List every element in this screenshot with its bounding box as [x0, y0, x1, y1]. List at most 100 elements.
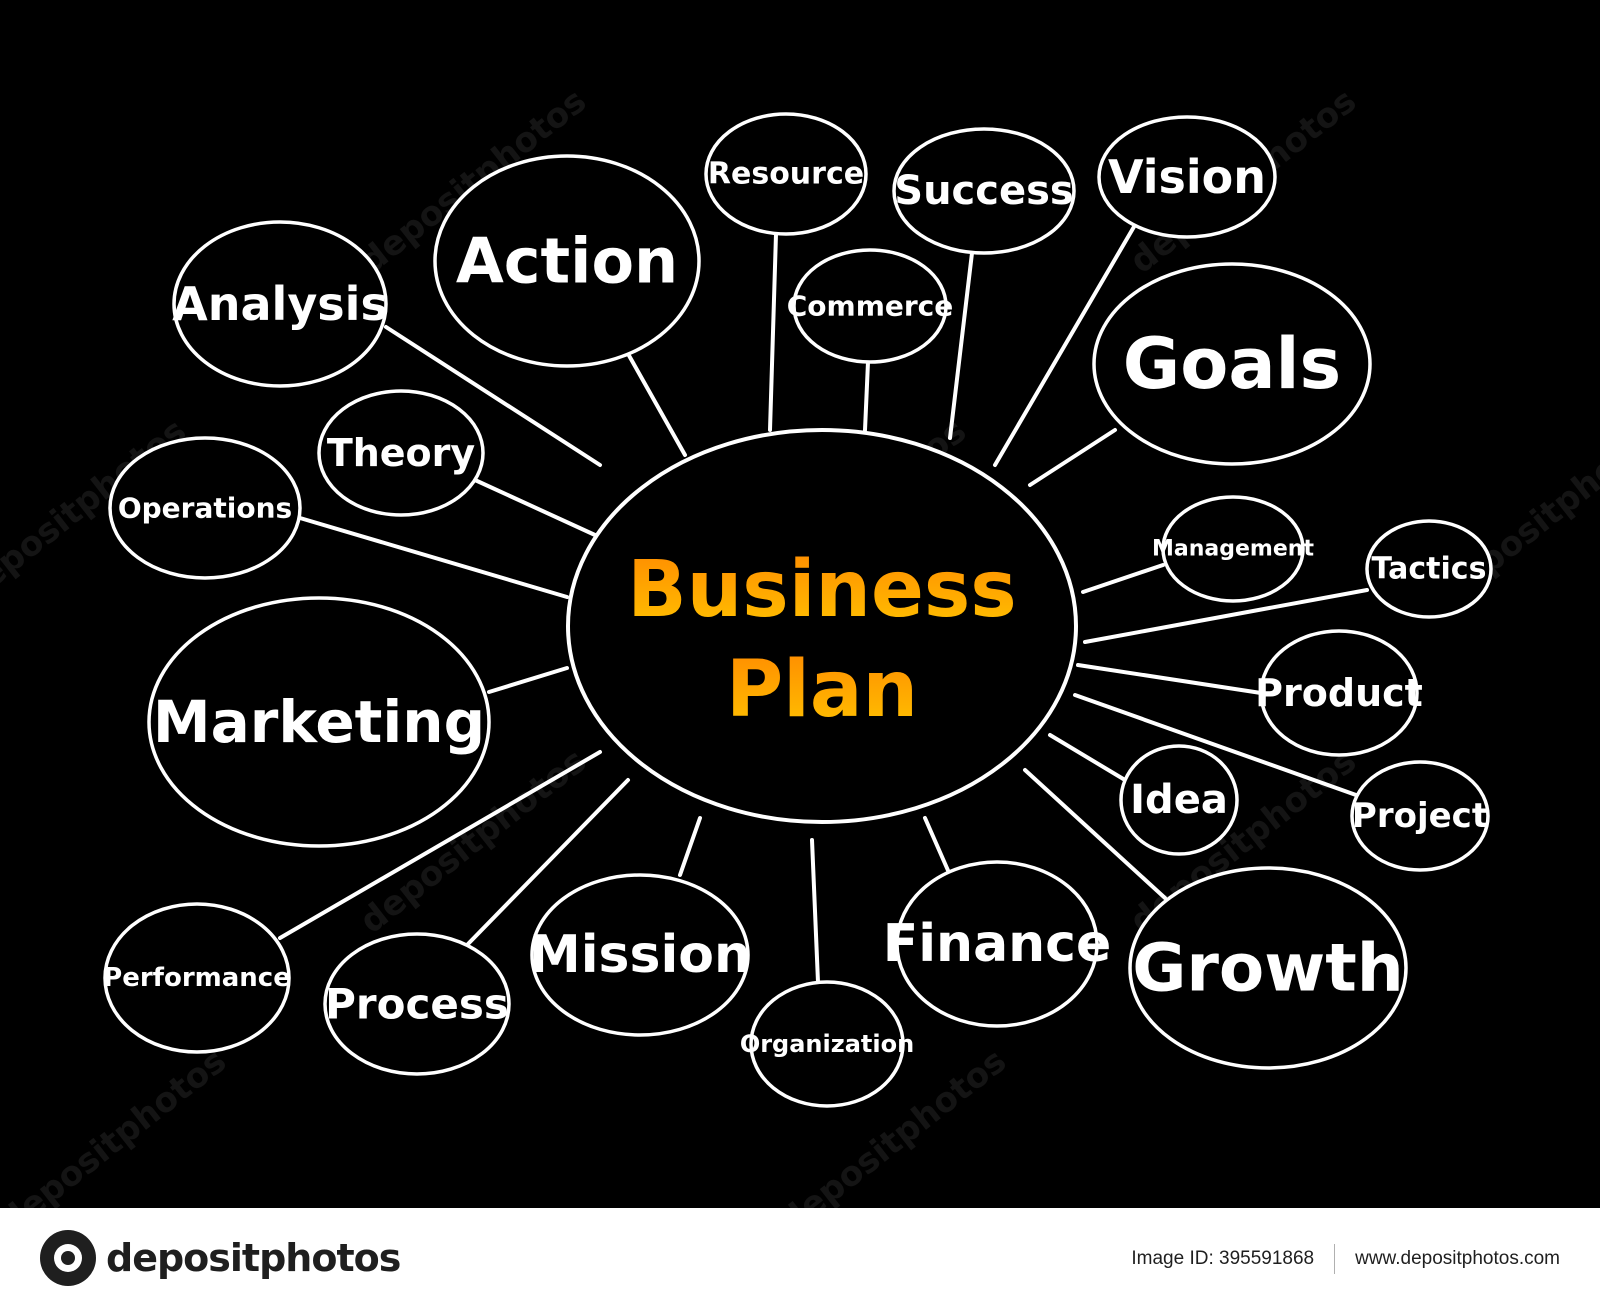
topic-node-commerce: Commerce	[787, 248, 954, 364]
topic-bubble-mission	[530, 873, 750, 1037]
topic-node-performance: Performance	[103, 902, 291, 1054]
topic-label-success: Success	[894, 168, 1073, 214]
topic-node-growth: Growth	[1128, 866, 1408, 1070]
topic-bubble-analysis	[172, 220, 388, 388]
connector-idea	[1048, 733, 1127, 782]
topic-label-organization: Organization	[740, 1030, 914, 1058]
topic-node-vision: Vision	[1097, 115, 1277, 239]
depositphotos-logo[interactable]: depositphotos	[40, 1230, 401, 1286]
topic-node-management: Management	[1152, 495, 1314, 603]
topic-label-growth: Growth	[1132, 930, 1404, 1007]
connector-growth	[1023, 768, 1167, 900]
topic-node-process: Process	[323, 932, 511, 1076]
footer-bar: depositphotos Image ID: 395591868 www.de…	[0, 1208, 1600, 1309]
topic-node-product: Product	[1255, 629, 1423, 757]
topic-bubble-process	[323, 932, 511, 1076]
site-url[interactable]: www.depositphotos.com	[1355, 1248, 1560, 1269]
central-topic: Business Plan	[566, 428, 1078, 824]
topic-label-product: Product	[1255, 671, 1423, 715]
central-topic-line-2: Plan	[726, 645, 918, 735]
topic-bubble-goals	[1092, 262, 1372, 466]
connector-performance	[278, 750, 602, 940]
topic-label-process: Process	[325, 980, 509, 1029]
topic-node-analysis: Analysis	[172, 220, 388, 388]
topic-label-action: Action	[456, 225, 678, 298]
topic-label-idea: Idea	[1130, 777, 1228, 823]
connector-tactics	[1083, 588, 1369, 644]
connector-theory	[473, 478, 597, 537]
topic-node-idea: Idea	[1119, 744, 1239, 856]
topic-label-analysis: Analysis	[172, 277, 388, 331]
topic-node-action: Action	[433, 154, 701, 368]
connector-operations	[298, 516, 569, 599]
connector-product	[1076, 663, 1263, 695]
topic-bubble-performance	[103, 902, 291, 1054]
topic-node-resource: Resource	[704, 112, 868, 236]
connector-management	[1081, 563, 1165, 594]
topic-bubble-action	[433, 154, 701, 368]
topic-label-project: Project	[1352, 796, 1488, 836]
topic-node-tactics: Tactics	[1365, 519, 1493, 619]
connector-resource	[768, 232, 778, 432]
topic-bubble-theory	[317, 389, 485, 517]
connector-project	[1073, 693, 1358, 797]
topic-bubble-operations	[108, 436, 302, 580]
central-topic-line-1: Business	[627, 545, 1016, 635]
topic-label-goals: Goals	[1123, 323, 1341, 405]
topic-bubble-idea	[1119, 744, 1239, 856]
topic-node-goals: Goals	[1092, 262, 1372, 466]
connector-process	[466, 778, 630, 946]
watermark-7: depositphotos	[0, 1041, 234, 1208]
topic-node-success: Success	[892, 127, 1076, 255]
connector-success	[948, 251, 974, 440]
connector-mission	[678, 816, 702, 877]
topic-label-management: Management	[1152, 537, 1314, 562]
connector-marketing	[487, 666, 569, 694]
footer-meta: Image ID: 395591868 www.depositphotos.co…	[1131, 1244, 1560, 1274]
topic-label-tactics: Tactics	[1372, 552, 1487, 587]
topic-bubbles: Analysis Action Resource Success VisionComme…	[103, 112, 1493, 1108]
depositphotos-logo-icon	[40, 1230, 96, 1286]
topic-label-marketing: Marketing	[153, 688, 485, 756]
topic-node-mission: Mission	[529, 873, 751, 1037]
footer-divider	[1334, 1244, 1336, 1274]
connector-goals	[1028, 428, 1117, 487]
topic-label-operations: Operations	[118, 492, 292, 525]
topic-bubble-marketing	[147, 596, 491, 848]
topic-bubble-growth	[1128, 866, 1408, 1070]
topic-bubble-commerce	[792, 248, 948, 364]
topic-label-theory: Theory	[327, 431, 476, 475]
topic-label-vision: Vision	[1108, 150, 1266, 204]
connector-analysis	[384, 325, 602, 467]
topic-bubble-management	[1161, 495, 1305, 603]
connector-commerce	[863, 360, 870, 432]
topic-bubble-resource	[704, 112, 868, 236]
topic-node-marketing: Marketing	[147, 596, 491, 848]
connector-action	[625, 350, 687, 457]
connector-lines	[278, 223, 1369, 984]
topic-node-finance: Finance	[883, 860, 1112, 1028]
image-id: Image ID: 395591868	[1131, 1248, 1315, 1269]
connector-organization	[810, 838, 820, 984]
topic-bubble-project	[1350, 760, 1490, 872]
logo-text: depositphotos	[106, 1236, 401, 1280]
topic-label-mission: Mission	[529, 925, 751, 985]
topic-label-finance: Finance	[883, 914, 1112, 974]
connector-vision	[993, 223, 1137, 467]
topic-label-performance: Performance	[103, 963, 291, 993]
topic-bubble-tactics	[1365, 519, 1493, 619]
topic-node-organization: Organization	[740, 980, 914, 1108]
central-topic-bubble	[566, 428, 1078, 824]
topic-bubble-organization	[749, 980, 905, 1108]
topic-bubble-vision	[1097, 115, 1277, 239]
topic-bubble-finance	[895, 860, 1099, 1028]
topic-label-resource: Resource	[708, 157, 864, 192]
topic-node-theory: Theory	[317, 389, 485, 517]
topic-bubble-product	[1259, 629, 1419, 757]
topic-bubble-success	[892, 127, 1076, 255]
connector-finance	[923, 816, 952, 877]
topic-node-project: Project	[1350, 760, 1490, 872]
topic-label-commerce: Commerce	[787, 290, 954, 323]
